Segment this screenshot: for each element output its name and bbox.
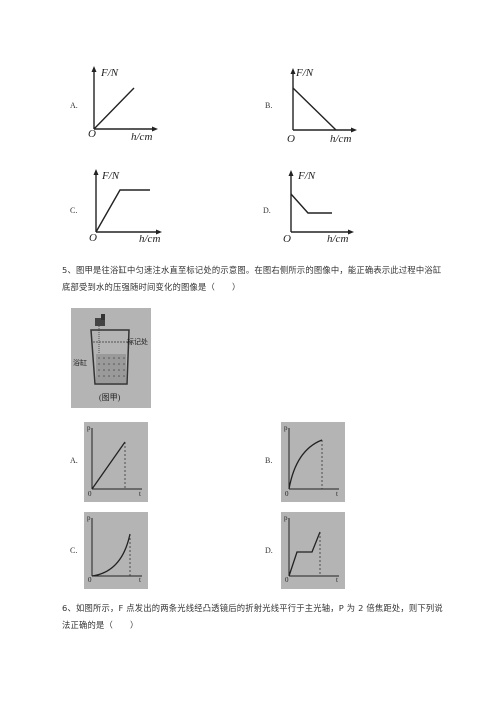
x-axis-label: h/cm <box>139 233 161 245</box>
question-5-text: 5、图甲是往浴缸中匀速注水直至标记处的示意图。在图右侧所示的图像中，能正确表示此… <box>62 262 462 296</box>
y-axis-label: F/N <box>298 170 316 182</box>
x-axis-label: h/cm <box>327 233 349 245</box>
bathtub-label: 浴缸 <box>73 359 87 367</box>
option-a-label: A. <box>70 101 78 110</box>
figure-caption: (图甲) <box>99 393 121 402</box>
origin-label: O <box>283 233 291 245</box>
x-axis-label: h/cm <box>131 131 153 143</box>
origin-label: 0 <box>88 490 92 498</box>
y-axis-label: p <box>284 424 288 432</box>
origin-label: 0 <box>285 576 289 584</box>
y-axis-label: F/N <box>101 67 119 79</box>
question-6-line-2: 法正确的是（ ） <box>62 620 139 630</box>
option-b-label: B. <box>265 101 273 110</box>
question-6-text: 6、如图所示，F 点发出的两条光线经凸透镜后的折射光线平行于主光轴，P 为 2 … <box>62 600 462 634</box>
y-axis-label: p <box>87 424 91 432</box>
question-5-line-1: 5、图甲是往浴缸中匀速注水直至标记处的示意图。在图右侧所示的图像中，能正确表示此… <box>62 265 442 275</box>
y-axis-label: F/N <box>102 170 120 182</box>
option-c-label: C. <box>70 206 78 215</box>
x-axis-label: t <box>139 490 141 498</box>
option-a-label: A. <box>70 456 78 465</box>
origin-label: 0 <box>285 490 289 498</box>
x-axis-label: t <box>336 576 338 584</box>
figure-jia: 浴缸 标记处 (图甲) <box>71 308 151 408</box>
x-axis-label: t <box>139 576 141 584</box>
x-axis-label: t <box>336 490 338 498</box>
y-axis-label: p <box>87 514 91 522</box>
option-d-label: D. <box>263 206 271 215</box>
bathtub-drawing <box>90 314 133 385</box>
origin-label: O <box>88 128 96 140</box>
option-d-label: D. <box>265 546 273 555</box>
question-5-line-2: 底部受到水的压强随时间变化的图像是（ ） <box>62 282 241 292</box>
mark-label: 标记处 <box>127 338 148 346</box>
option-c-label: C. <box>70 546 78 555</box>
option-b-label: B. <box>265 456 273 465</box>
y-axis-label: p <box>284 514 288 522</box>
y-axis-label: F/N <box>296 67 314 79</box>
origin-label: O <box>89 232 97 244</box>
origin-label: 0 <box>88 576 92 584</box>
origin-label: O <box>287 133 295 145</box>
question-6-line-1: 6、如图所示，F 点发出的两条光线经凸透镜后的折射光线平行于主光轴，P 为 2 … <box>62 603 443 613</box>
x-axis-label: h/cm <box>330 133 352 145</box>
